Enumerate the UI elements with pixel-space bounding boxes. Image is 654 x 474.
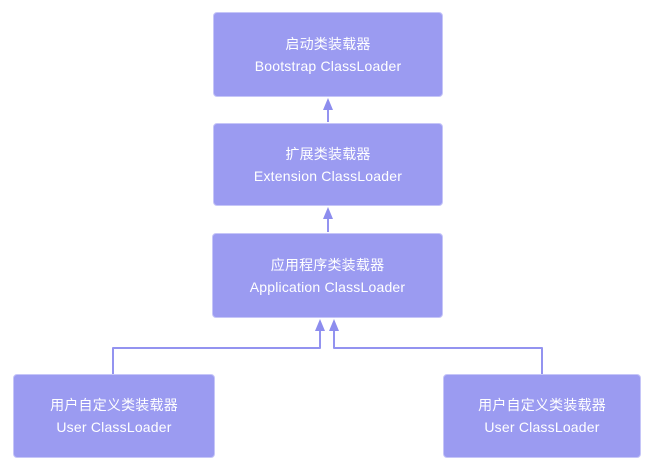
- node-label-zh: 用户自定义类装载器: [50, 397, 178, 413]
- node-user-classloader-left: 用户自定义类装载器 User ClassLoader: [13, 374, 215, 458]
- arrow-user-right-to-application: [329, 319, 543, 374]
- node-label-en: User ClassLoader: [56, 419, 172, 435]
- node-label-en: Application ClassLoader: [249, 278, 406, 295]
- node-bootstrap-classloader: 启动类装载器 Bootstrap ClassLoader: [213, 12, 443, 97]
- node-label-zh: 扩展类装载器: [285, 145, 371, 162]
- arrow-application-to-extension: [323, 207, 333, 232]
- node-user-classloader-right: 用户自定义类装载器 User ClassLoader: [443, 374, 641, 458]
- node-application-classloader: 应用程序类装载器 Application ClassLoader: [212, 233, 443, 318]
- node-label-en: User ClassLoader: [484, 419, 600, 435]
- node-label-zh: 启动类装载器: [285, 35, 371, 52]
- node-label-en: Extension ClassLoader: [253, 167, 403, 184]
- node-label-zh: 用户自定义类装载器: [478, 397, 606, 413]
- arrow-user-left-to-application: [112, 319, 325, 374]
- node-extension-classloader: 扩展类装载器 Extension ClassLoader: [213, 123, 443, 206]
- arrow-extension-to-bootstrap: [323, 98, 333, 122]
- node-label-zh: 应用程序类装载器: [270, 256, 385, 273]
- node-label-en: Bootstrap ClassLoader: [254, 57, 402, 74]
